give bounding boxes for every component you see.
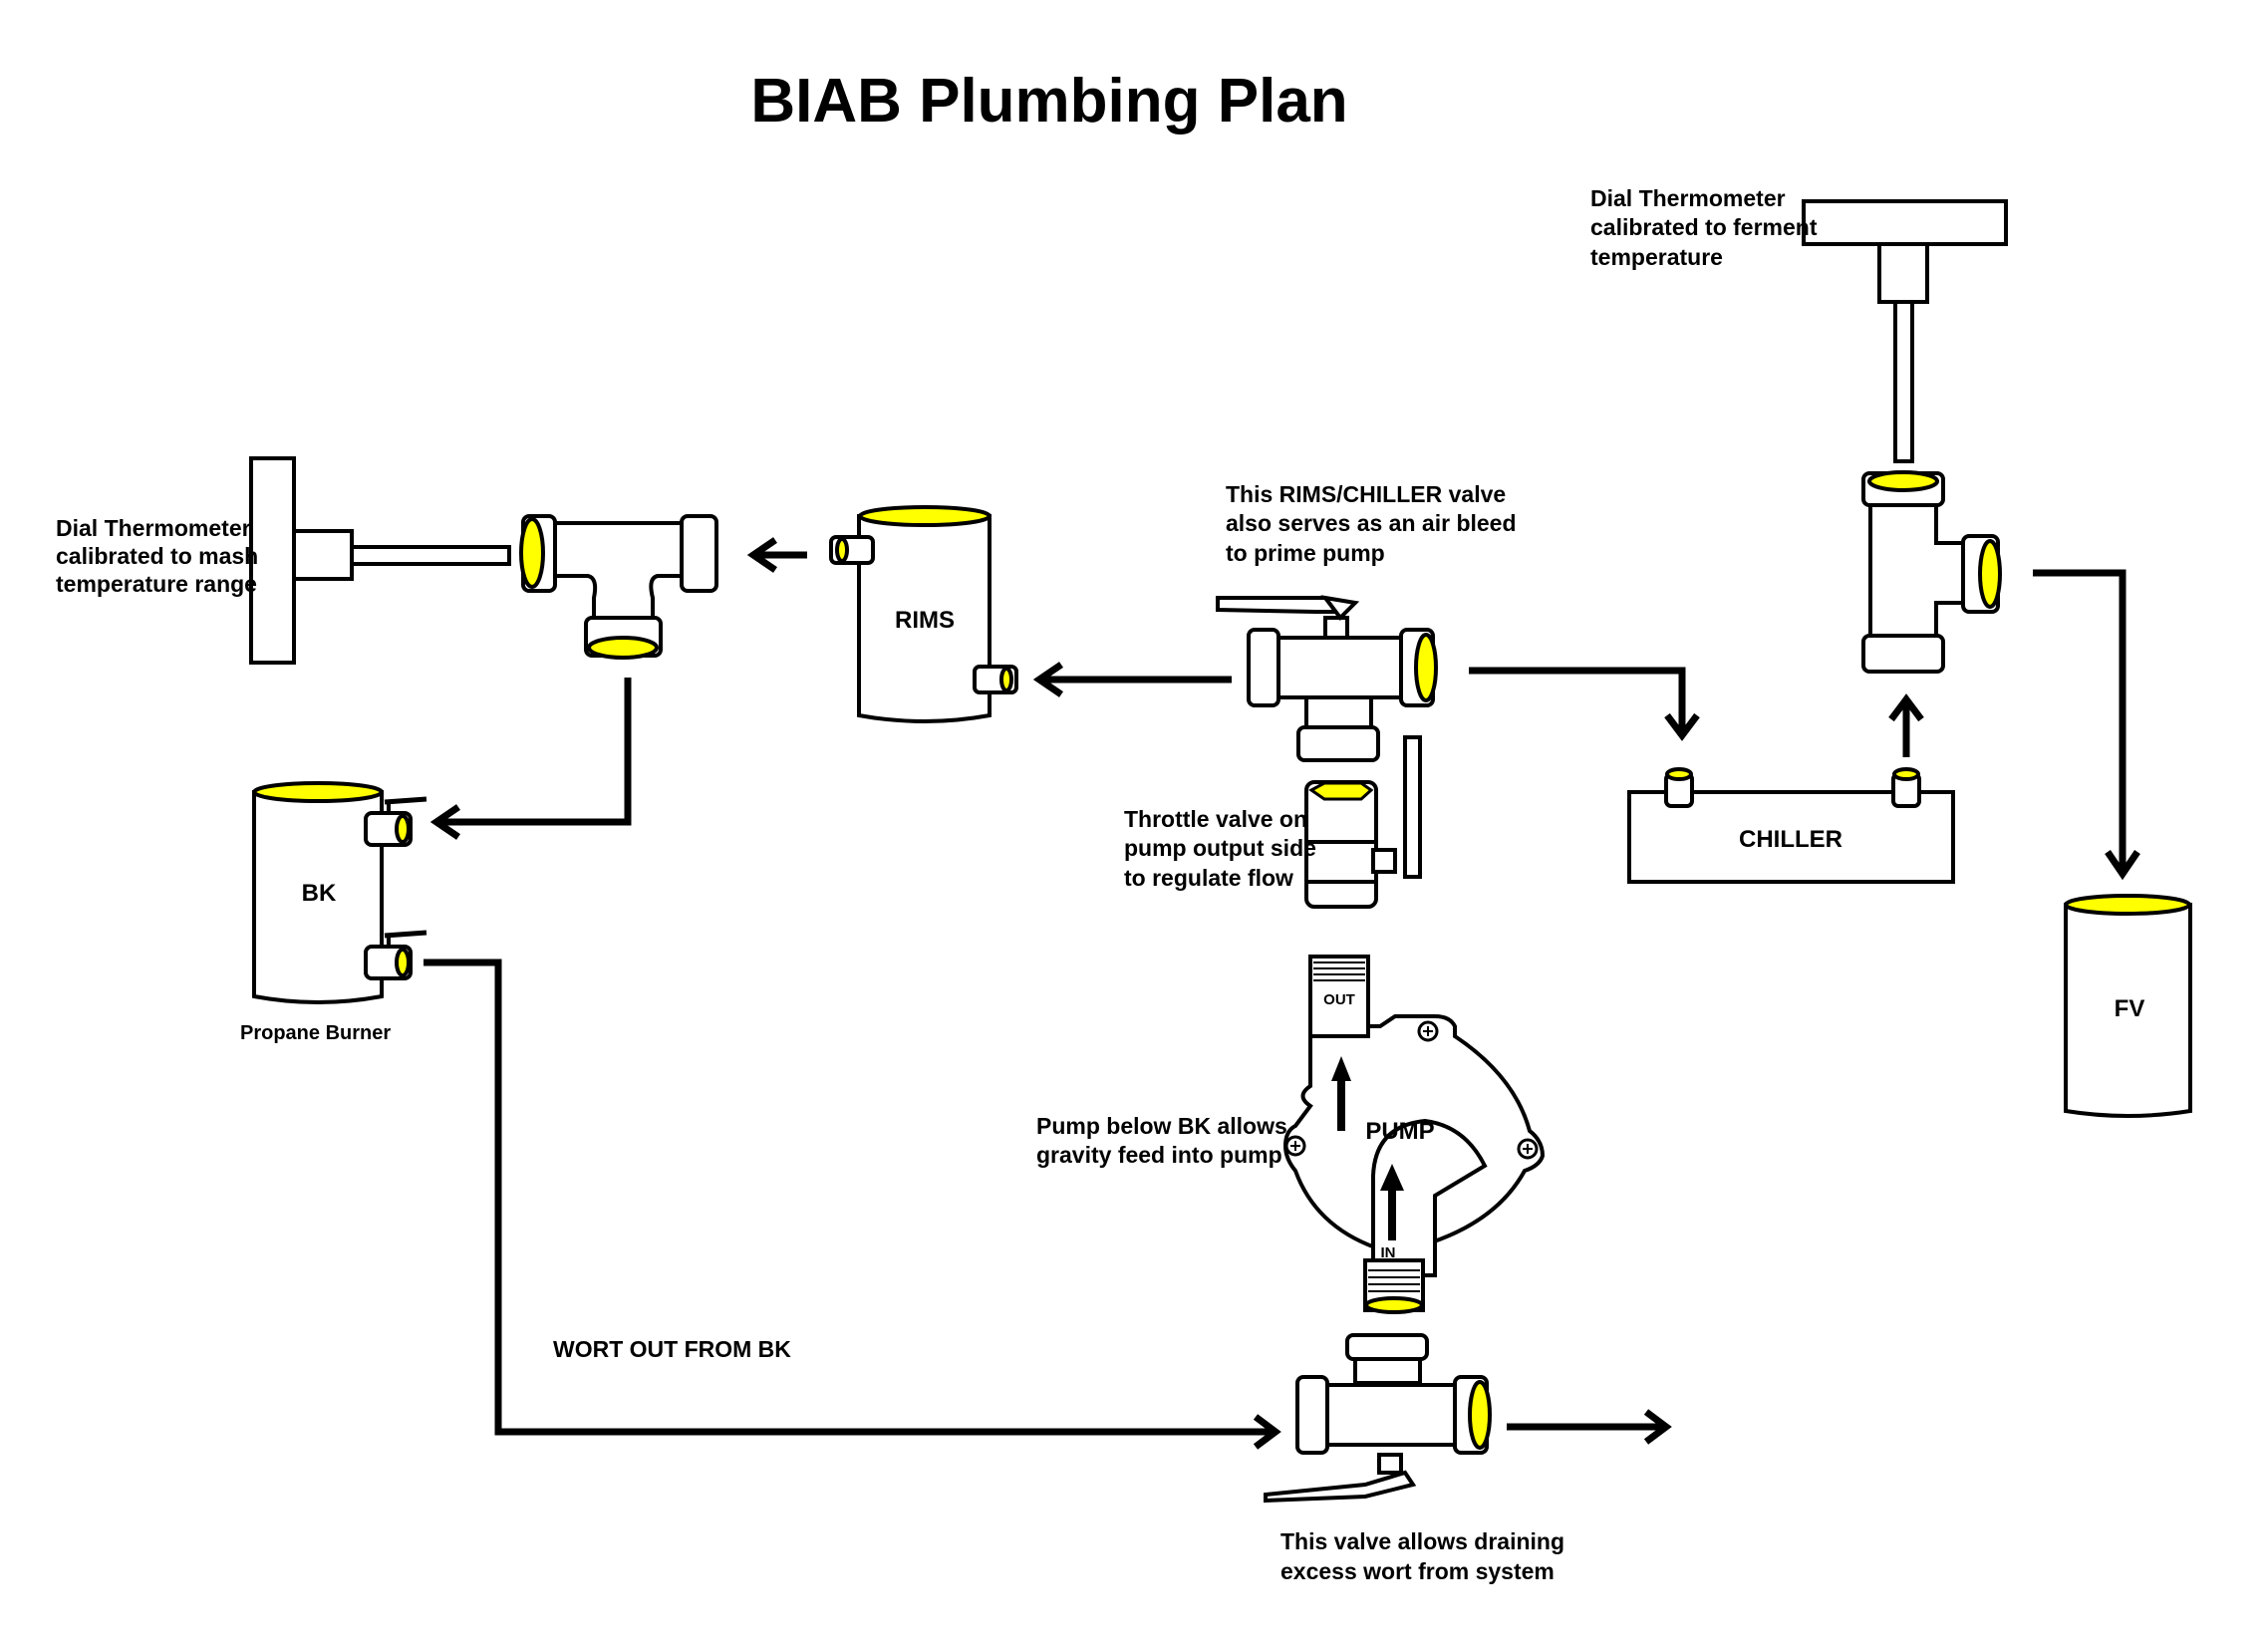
drain-valve <box>1264 1333 1492 1504</box>
bk-upper-valve <box>364 796 427 847</box>
mash-dial-thermometer <box>249 456 511 665</box>
rims-chiller-valve <box>1216 595 1438 762</box>
arrow-drain-out <box>1643 1409 1672 1445</box>
rims-chiller-valve-label: This RIMS/CHILLER valve also serves as a… <box>1226 481 1517 566</box>
svg-text:calibrated to mash: calibrated to mash <box>56 543 258 569</box>
pump: PUMP OUT IN <box>1282 955 1546 1314</box>
svg-text:also serves as an air bleed: also serves as an air bleed <box>1226 510 1517 536</box>
ferment-dial-thermometer <box>1802 199 2008 463</box>
svg-text:Throttle valve on: Throttle valve on <box>1124 806 1307 832</box>
pump-in-label: IN <box>1381 1244 1396 1261</box>
svg-text:gravity feed into pump: gravity feed into pump <box>1036 1142 1282 1168</box>
pump-label: PUMP <box>1365 1118 1434 1145</box>
chiller: CHILLER <box>1627 767 1955 884</box>
svg-text:Dial Thermometer: Dial Thermometer <box>1590 185 1786 211</box>
pump-note-label: Pump below BK allows gravity feed into p… <box>1036 1113 1287 1168</box>
svg-text:Pump below BK allows: Pump below BK allows <box>1036 1113 1287 1139</box>
mash-tee-fitting <box>519 514 718 660</box>
fv-label: FV <box>2115 995 2145 1022</box>
svg-text:calibrated to ferment: calibrated to ferment <box>1590 214 1818 240</box>
arrow-to-mash-tee <box>746 537 777 573</box>
throttle-valve-label: Throttle valve on pump output side to re… <box>1124 806 1316 891</box>
svg-text:to regulate flow: to regulate flow <box>1124 865 1293 891</box>
bk-lower-valve <box>364 930 427 980</box>
arrow-to-ferment-tee <box>1888 693 1924 722</box>
arrow-to-rims <box>1032 662 1063 697</box>
arrow-to-bk <box>429 804 460 840</box>
svg-text:excess wort from system: excess wort from system <box>1280 1558 1555 1584</box>
pump-out-label: OUT <box>1323 991 1355 1008</box>
rims-label: RIMS <box>895 607 955 634</box>
chiller-label: CHILLER <box>1739 826 1843 853</box>
propane-burner-label: Propane Burner <box>240 1022 391 1044</box>
arrow-to-fv <box>2105 850 2140 881</box>
svg-text:This valve allows draining: This valve allows draining <box>1280 1528 1564 1554</box>
boil-kettle: BK <box>252 781 427 1004</box>
fermentation-vessel: FV <box>2064 894 2192 1118</box>
svg-text:temperature range: temperature range <box>56 571 257 597</box>
rims-vessel: RIMS <box>829 505 1018 723</box>
ferment-thermometer-label: Dial Thermometer calibrated to ferment t… <box>1590 185 1818 270</box>
svg-text:pump output side: pump output side <box>1124 835 1316 861</box>
ferment-tee-fitting <box>1861 470 2002 674</box>
arrow-to-chiller <box>1664 712 1700 741</box>
bk-label: BK <box>302 880 337 907</box>
svg-text:to prime pump: to prime pump <box>1226 540 1385 566</box>
arrow-to-drain-valve <box>1253 1414 1281 1450</box>
flow-lines <box>424 537 2140 1450</box>
throttle-valve <box>1304 735 1422 909</box>
svg-text:temperature: temperature <box>1590 244 1723 270</box>
mash-thermometer-label: Dial Thermometer calibrated to mash temp… <box>56 515 258 597</box>
page-title: BIAB Plumbing Plan <box>750 67 1347 136</box>
svg-text:This RIMS/CHILLER valve: This RIMS/CHILLER valve <box>1226 481 1506 507</box>
svg-text:Dial Thermometer: Dial Thermometer <box>56 515 251 541</box>
wort-out-label: WORT OUT FROM BK <box>553 1336 791 1362</box>
drain-valve-label: This valve allows draining excess wort f… <box>1280 1528 1564 1584</box>
